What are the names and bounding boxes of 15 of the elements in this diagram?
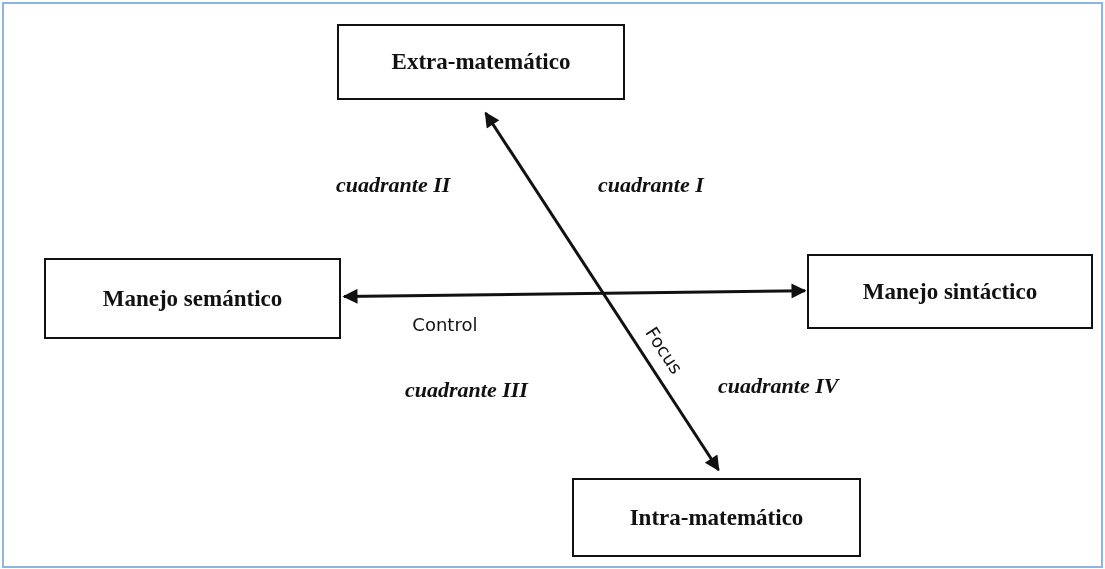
box-label: Extra-matemático [391,49,571,75]
concept-box [44,258,341,339]
quadrant-label: cuadrante I [598,172,704,198]
double-arrow [484,111,720,472]
edge-label: Control [412,313,478,335]
box-label: Manejo sintáctico [862,278,1038,305]
concept-box [337,24,625,100]
double-arrow [342,283,807,304]
quadrant-label: cuadrante II [336,172,451,198]
box-label: Manejo semántico [102,285,283,312]
concept-box [807,254,1093,329]
quadrant-label: cuadrante IV [718,373,839,399]
quadrant-label: cuadrante III [405,377,528,403]
box-label: Intra-matemático [629,504,804,531]
concept-box [572,478,861,557]
